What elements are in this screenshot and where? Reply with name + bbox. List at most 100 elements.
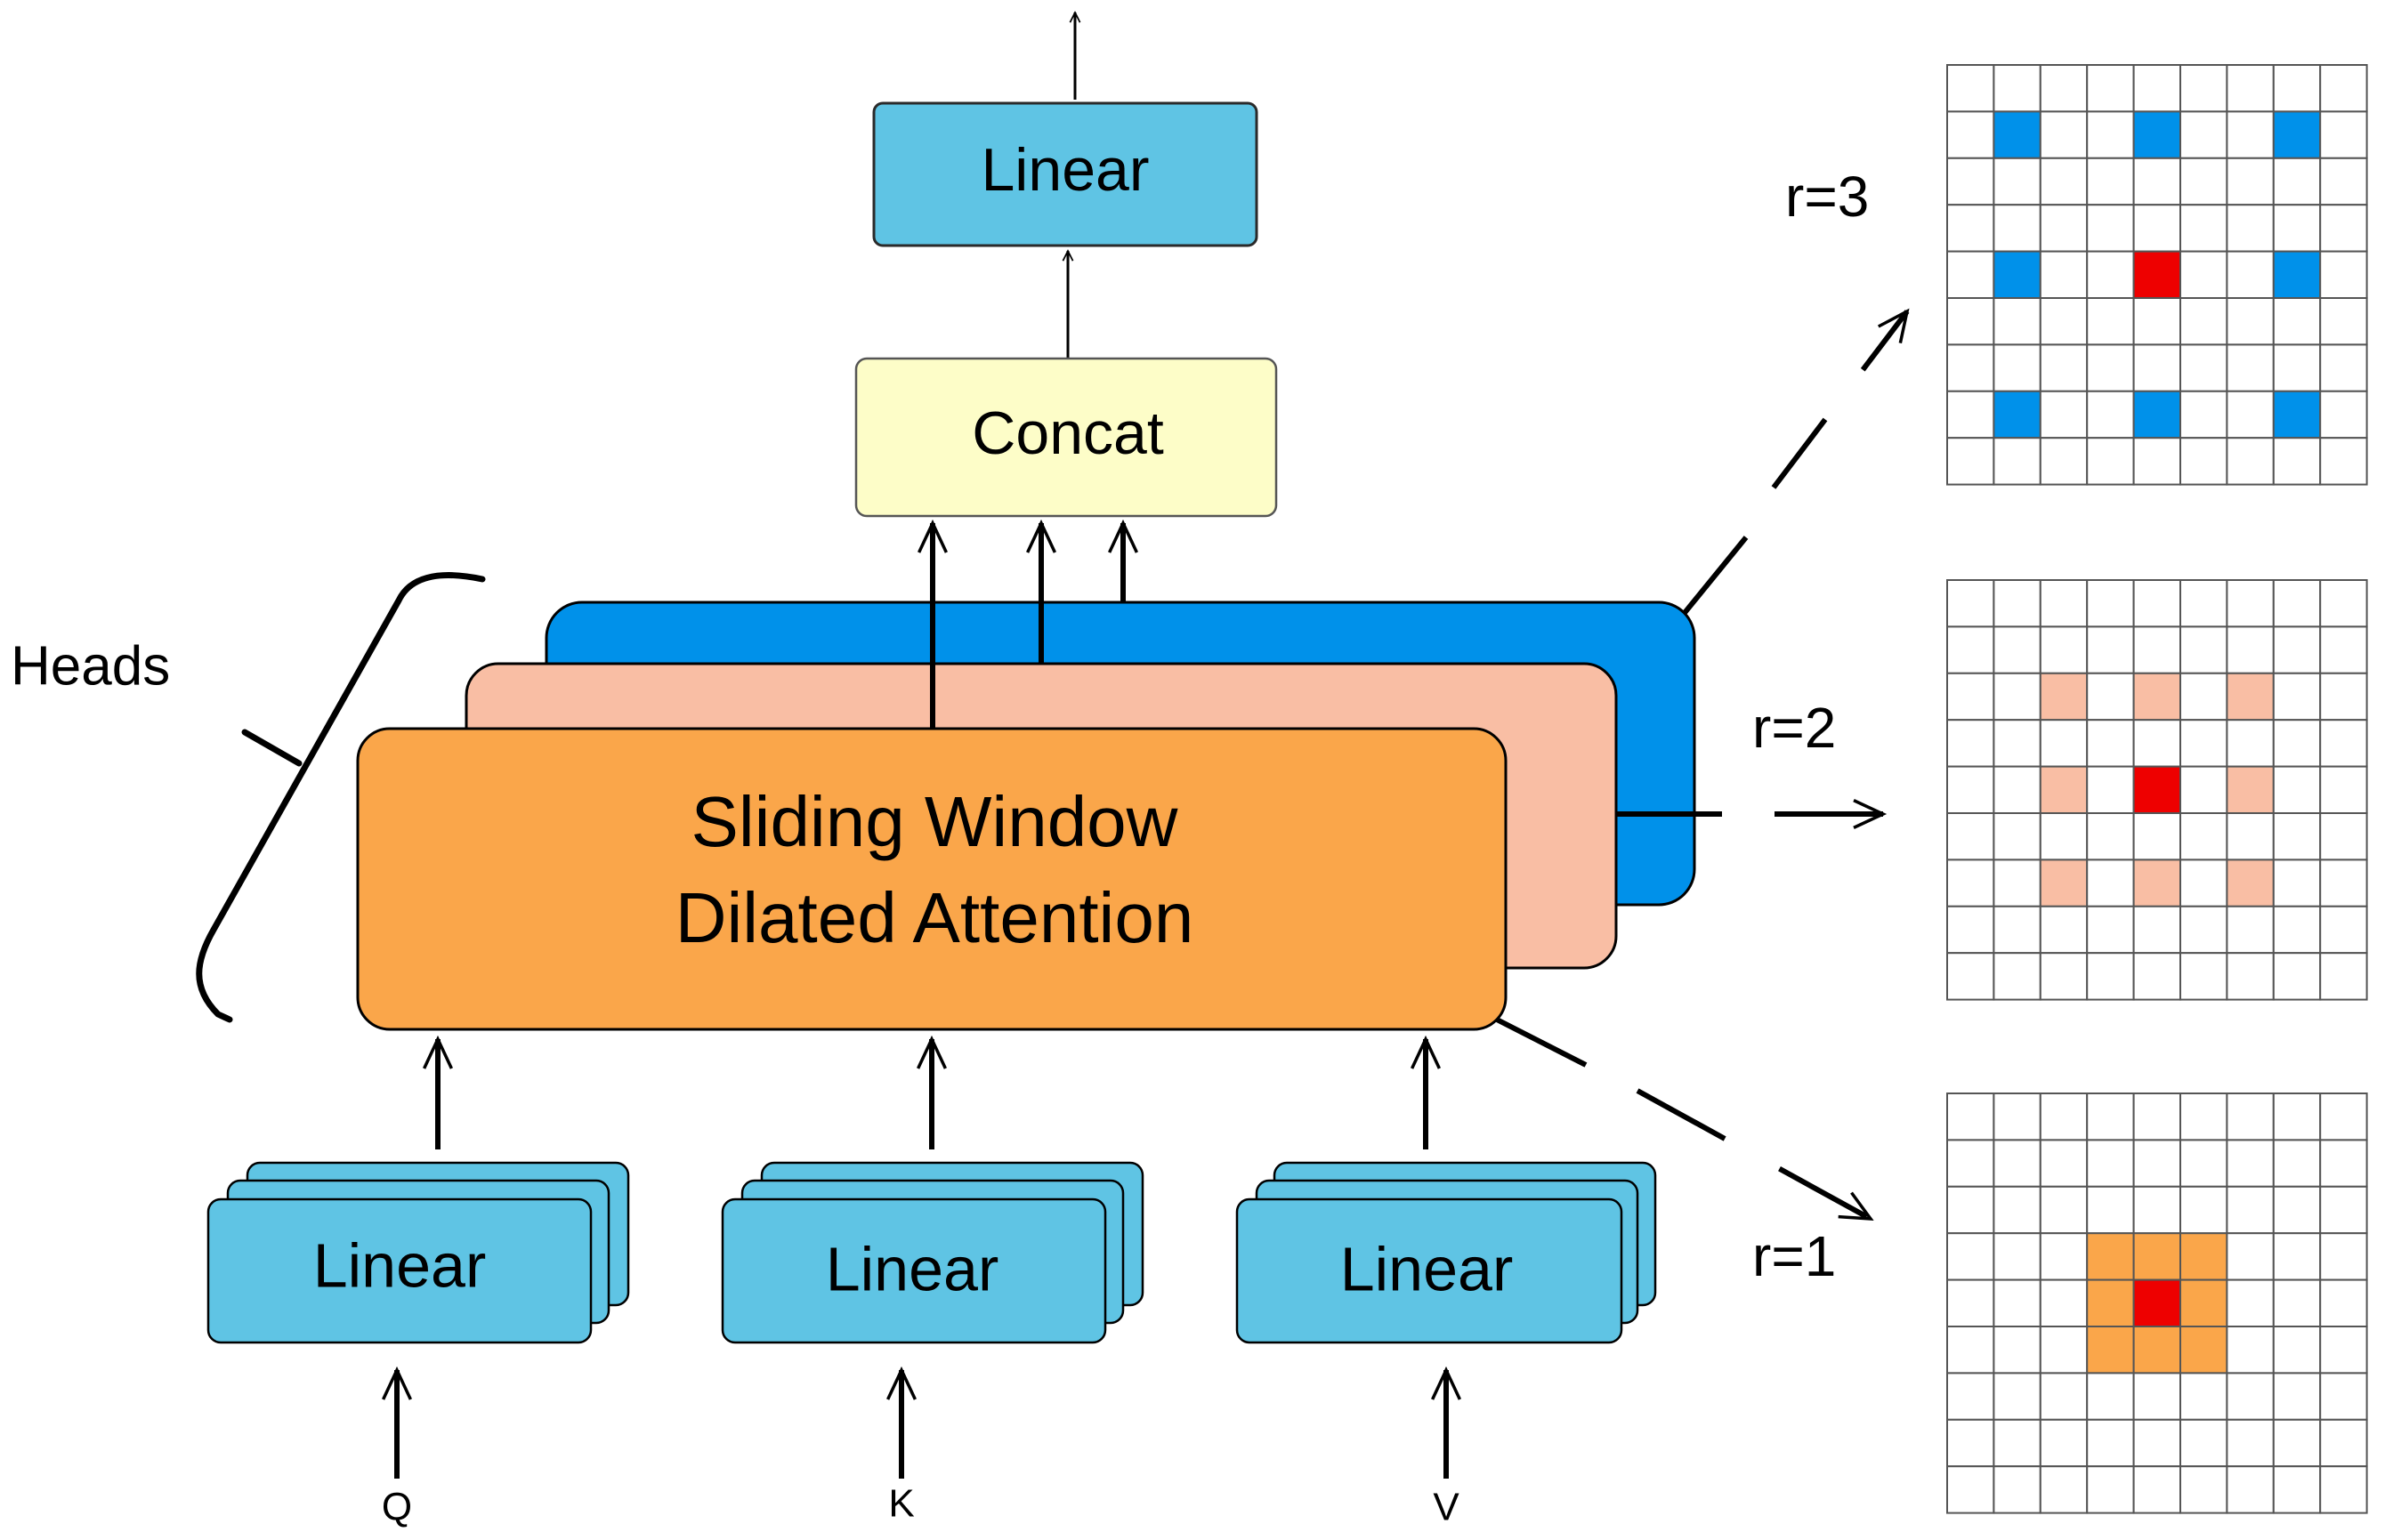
- grid-cell: [2086, 1372, 2135, 1421]
- grid-cell: [2086, 672, 2135, 722]
- attention-label-line1: Sliding Window: [691, 782, 1178, 861]
- grid-cell: [2179, 1139, 2228, 1188]
- grid-attended-cell: [2272, 110, 2322, 159]
- grid-cell: [2319, 437, 2368, 486]
- grid-cell: [2226, 579, 2275, 628]
- linear-k-box: [721, 1197, 1107, 1344]
- grid-cell: [2319, 905, 2368, 955]
- grid-cell: [2226, 905, 2275, 955]
- grid-cell: [2132, 905, 2182, 955]
- grid-cell: [1993, 1465, 2041, 1514]
- grid-cell: [2179, 157, 2228, 206]
- grid-cell: [2039, 1139, 2089, 1188]
- grid-cell: [2086, 437, 2135, 486]
- grid-cell: [2179, 297, 2228, 346]
- grid-cell: [2226, 952, 2275, 1001]
- grid-cell: [2179, 110, 2228, 159]
- grid-cell: [1946, 765, 1995, 814]
- grid-cell: [2086, 390, 2135, 439]
- grid-cell: [2226, 1418, 2275, 1468]
- grid-cell: [1993, 157, 2041, 206]
- linear-v-label: Linear: [1340, 1234, 1514, 1303]
- grid-cell: [2226, 1465, 2275, 1514]
- grid-cell: [2179, 1185, 2228, 1235]
- grid-cell: [2179, 765, 2228, 814]
- grid-cell: [2319, 297, 2368, 346]
- grid-cell: [1946, 1372, 1995, 1421]
- grid-cell: [1946, 859, 1995, 907]
- grid-cell: [2039, 1372, 2089, 1421]
- attention-label-line2: Dilated Attention: [675, 878, 1194, 957]
- grid-cell: [2086, 719, 2135, 768]
- grid-cell: [1946, 157, 1995, 206]
- grid-cell: [2272, 1278, 2322, 1327]
- grid-cell: [2226, 110, 2275, 159]
- grid-cell: [2132, 719, 2182, 768]
- grid-cell: [2319, 1093, 2368, 1141]
- grid-cell: [1946, 250, 1995, 300]
- grid-cell: [1993, 437, 2041, 486]
- grid-cell: [2179, 1418, 2228, 1468]
- grid-cell: [2319, 765, 2368, 814]
- grid-cell: [2086, 625, 2135, 674]
- grid-attended-cell: [2132, 110, 2182, 159]
- grid-cell: [1993, 343, 2041, 392]
- grid-cell: [2179, 204, 2228, 253]
- grid-cell: [2272, 812, 2322, 861]
- grid-cell: [2272, 1326, 2322, 1375]
- grid-cell: [2226, 812, 2275, 861]
- grid-cell: [1993, 297, 2041, 346]
- grid-cell: [2039, 64, 2089, 113]
- grid-attended-cell: [2086, 1326, 2135, 1375]
- grid-cell: [2319, 157, 2368, 206]
- grid-cell: [2272, 297, 2322, 346]
- grid-cell: [1946, 297, 1995, 346]
- grid-query-cell: [2132, 765, 2182, 814]
- grid-cell: [2132, 1185, 2182, 1235]
- linear-stack-q: [206, 1161, 630, 1344]
- grid-cell: [1946, 1093, 1995, 1141]
- grid-cell: [1946, 1326, 1995, 1375]
- grid-cell: [2272, 1465, 2322, 1514]
- grid-cell: [2086, 812, 2135, 861]
- grid-cell: [2319, 64, 2368, 113]
- grid-cell: [2319, 250, 2368, 300]
- linear-stack-k: [721, 1161, 1144, 1344]
- grid-cell: [1993, 719, 2041, 768]
- grid-cell: [2319, 952, 2368, 1001]
- grid-cell: [2226, 1372, 2275, 1421]
- grid-cell: [2319, 204, 2368, 253]
- grid-cell: [1993, 672, 2041, 722]
- grid-cell: [2039, 719, 2089, 768]
- grid-cell: [2272, 765, 2322, 814]
- grid-cell: [1946, 625, 1995, 674]
- grid-cell: [2039, 343, 2089, 392]
- grid-cell: [2272, 1139, 2322, 1188]
- grid-cell: [2179, 625, 2228, 674]
- grid-cell: [2179, 1465, 2228, 1514]
- grid-attended-cell: [2272, 390, 2322, 439]
- grid-cell: [2226, 250, 2275, 300]
- grid-cell: [1946, 1465, 1995, 1514]
- input-v-label: V: [1433, 1486, 1459, 1529]
- heads-brace-tick: [241, 729, 303, 767]
- grid-cell: [2272, 859, 2322, 907]
- grid-cell: [2179, 579, 2228, 628]
- grid-cell: [1993, 1326, 2041, 1375]
- input-k-label: K: [888, 1482, 914, 1526]
- grid-cell: [2039, 1278, 2089, 1327]
- grid-cell: [1993, 1185, 2041, 1235]
- grid-cell: [1993, 579, 2041, 628]
- grid-cell: [2272, 905, 2322, 955]
- grid-attended-cell: [2179, 1232, 2228, 1281]
- grid-cell: [1993, 765, 2041, 814]
- r1-label: r=1: [1752, 1224, 1836, 1288]
- grid-cell: [2039, 905, 2089, 955]
- grid-attended-cell: [2132, 1232, 2182, 1281]
- grid-cell: [2272, 1232, 2322, 1281]
- grid-attended-cell: [2132, 1326, 2182, 1375]
- grid-cell: [2086, 64, 2135, 113]
- grid-cell: [2179, 812, 2228, 861]
- grid-cell: [2132, 1093, 2182, 1141]
